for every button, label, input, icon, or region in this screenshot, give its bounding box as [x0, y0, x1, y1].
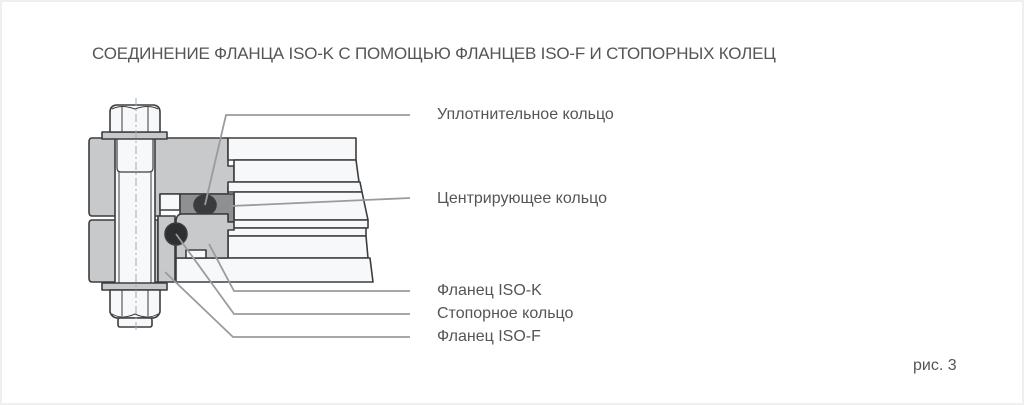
- iso-k-flange: [175, 213, 235, 259]
- leader-retaining-ring: [175, 233, 410, 315]
- figure-title: СОЕДИНЕНИЕ ФЛАНЦА ISO-K С ПОМОЩЬЮ ФЛАНЦЕ…: [92, 44, 776, 63]
- leader-flange-iso-f: [164, 271, 410, 338]
- leader-flange-iso-k: [208, 243, 410, 292]
- label-centering-ring: Центрирующее кольцо: [437, 190, 607, 207]
- bottom-washer: [101, 282, 168, 291]
- top-washer: [101, 131, 168, 140]
- label-flange-iso-f: Фланец ISO-F: [437, 328, 541, 345]
- leader-centering-ring: [230, 197, 411, 207]
- label-flange-iso-k: Фланец ISO-K: [437, 282, 542, 299]
- label-retaining-ring: Стопорное кольцо: [437, 305, 574, 322]
- figure-caption: рис. 3: [913, 357, 957, 374]
- label-seal-ring: Уплотнительное кольцо: [437, 106, 614, 123]
- leader-seal-ring: [204, 114, 410, 206]
- bolt-tip: [117, 317, 153, 328]
